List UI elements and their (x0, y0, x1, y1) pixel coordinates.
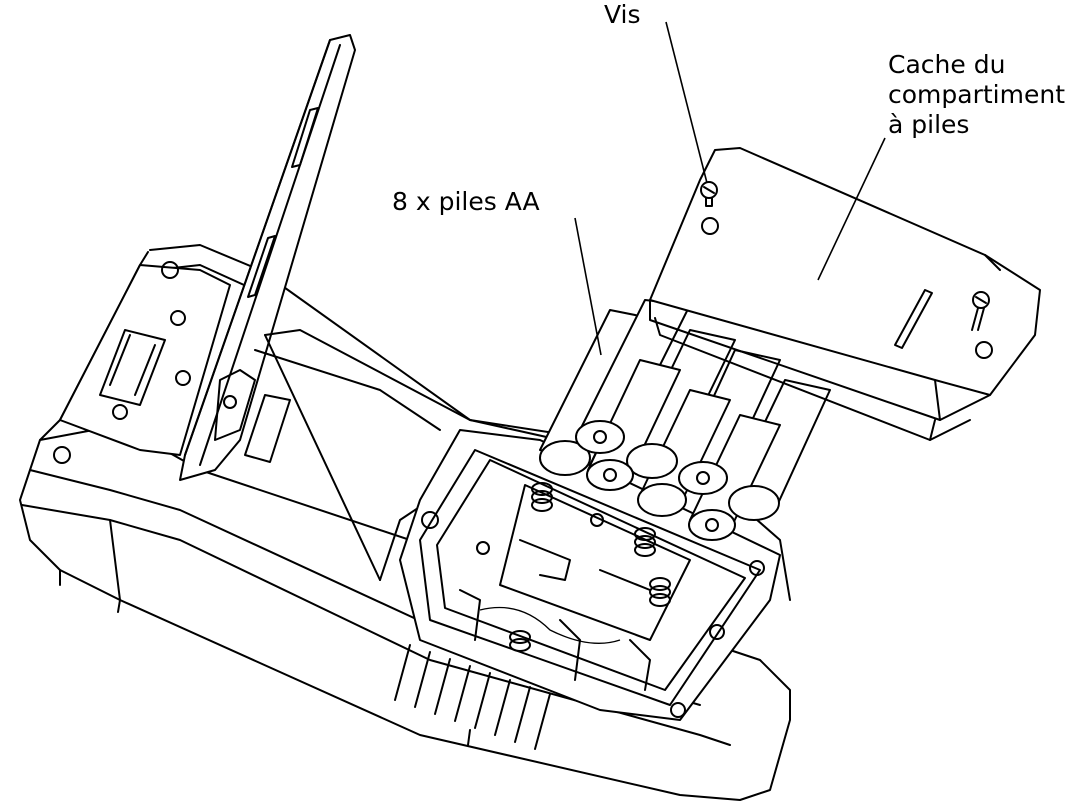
batteries-leader-line (574, 217, 602, 356)
compartment-cover (649, 147, 1041, 441)
cover-label-line-3: à piles (888, 110, 970, 139)
cover-screw-icon (971, 291, 990, 331)
cover-latch-slot (894, 289, 933, 349)
label-recess (244, 394, 291, 463)
cover-label-line-2: compartiment (888, 80, 1065, 109)
cover-label-line-1: Cache du (888, 50, 1006, 79)
left-end-block (53, 261, 231, 464)
screw-leader-line (665, 21, 708, 184)
screw-label: Vis (604, 0, 641, 29)
compartment-cover-label: Cache du compartiment à piles (888, 50, 1065, 140)
aa-batteries (539, 299, 831, 541)
batteries-label: 8 x piles AA (392, 187, 540, 216)
screw-icon (700, 181, 718, 207)
cover-leader-line (817, 137, 886, 281)
vent-slots (394, 644, 551, 750)
battery-springs (509, 482, 671, 652)
tilt-stand (179, 34, 356, 481)
